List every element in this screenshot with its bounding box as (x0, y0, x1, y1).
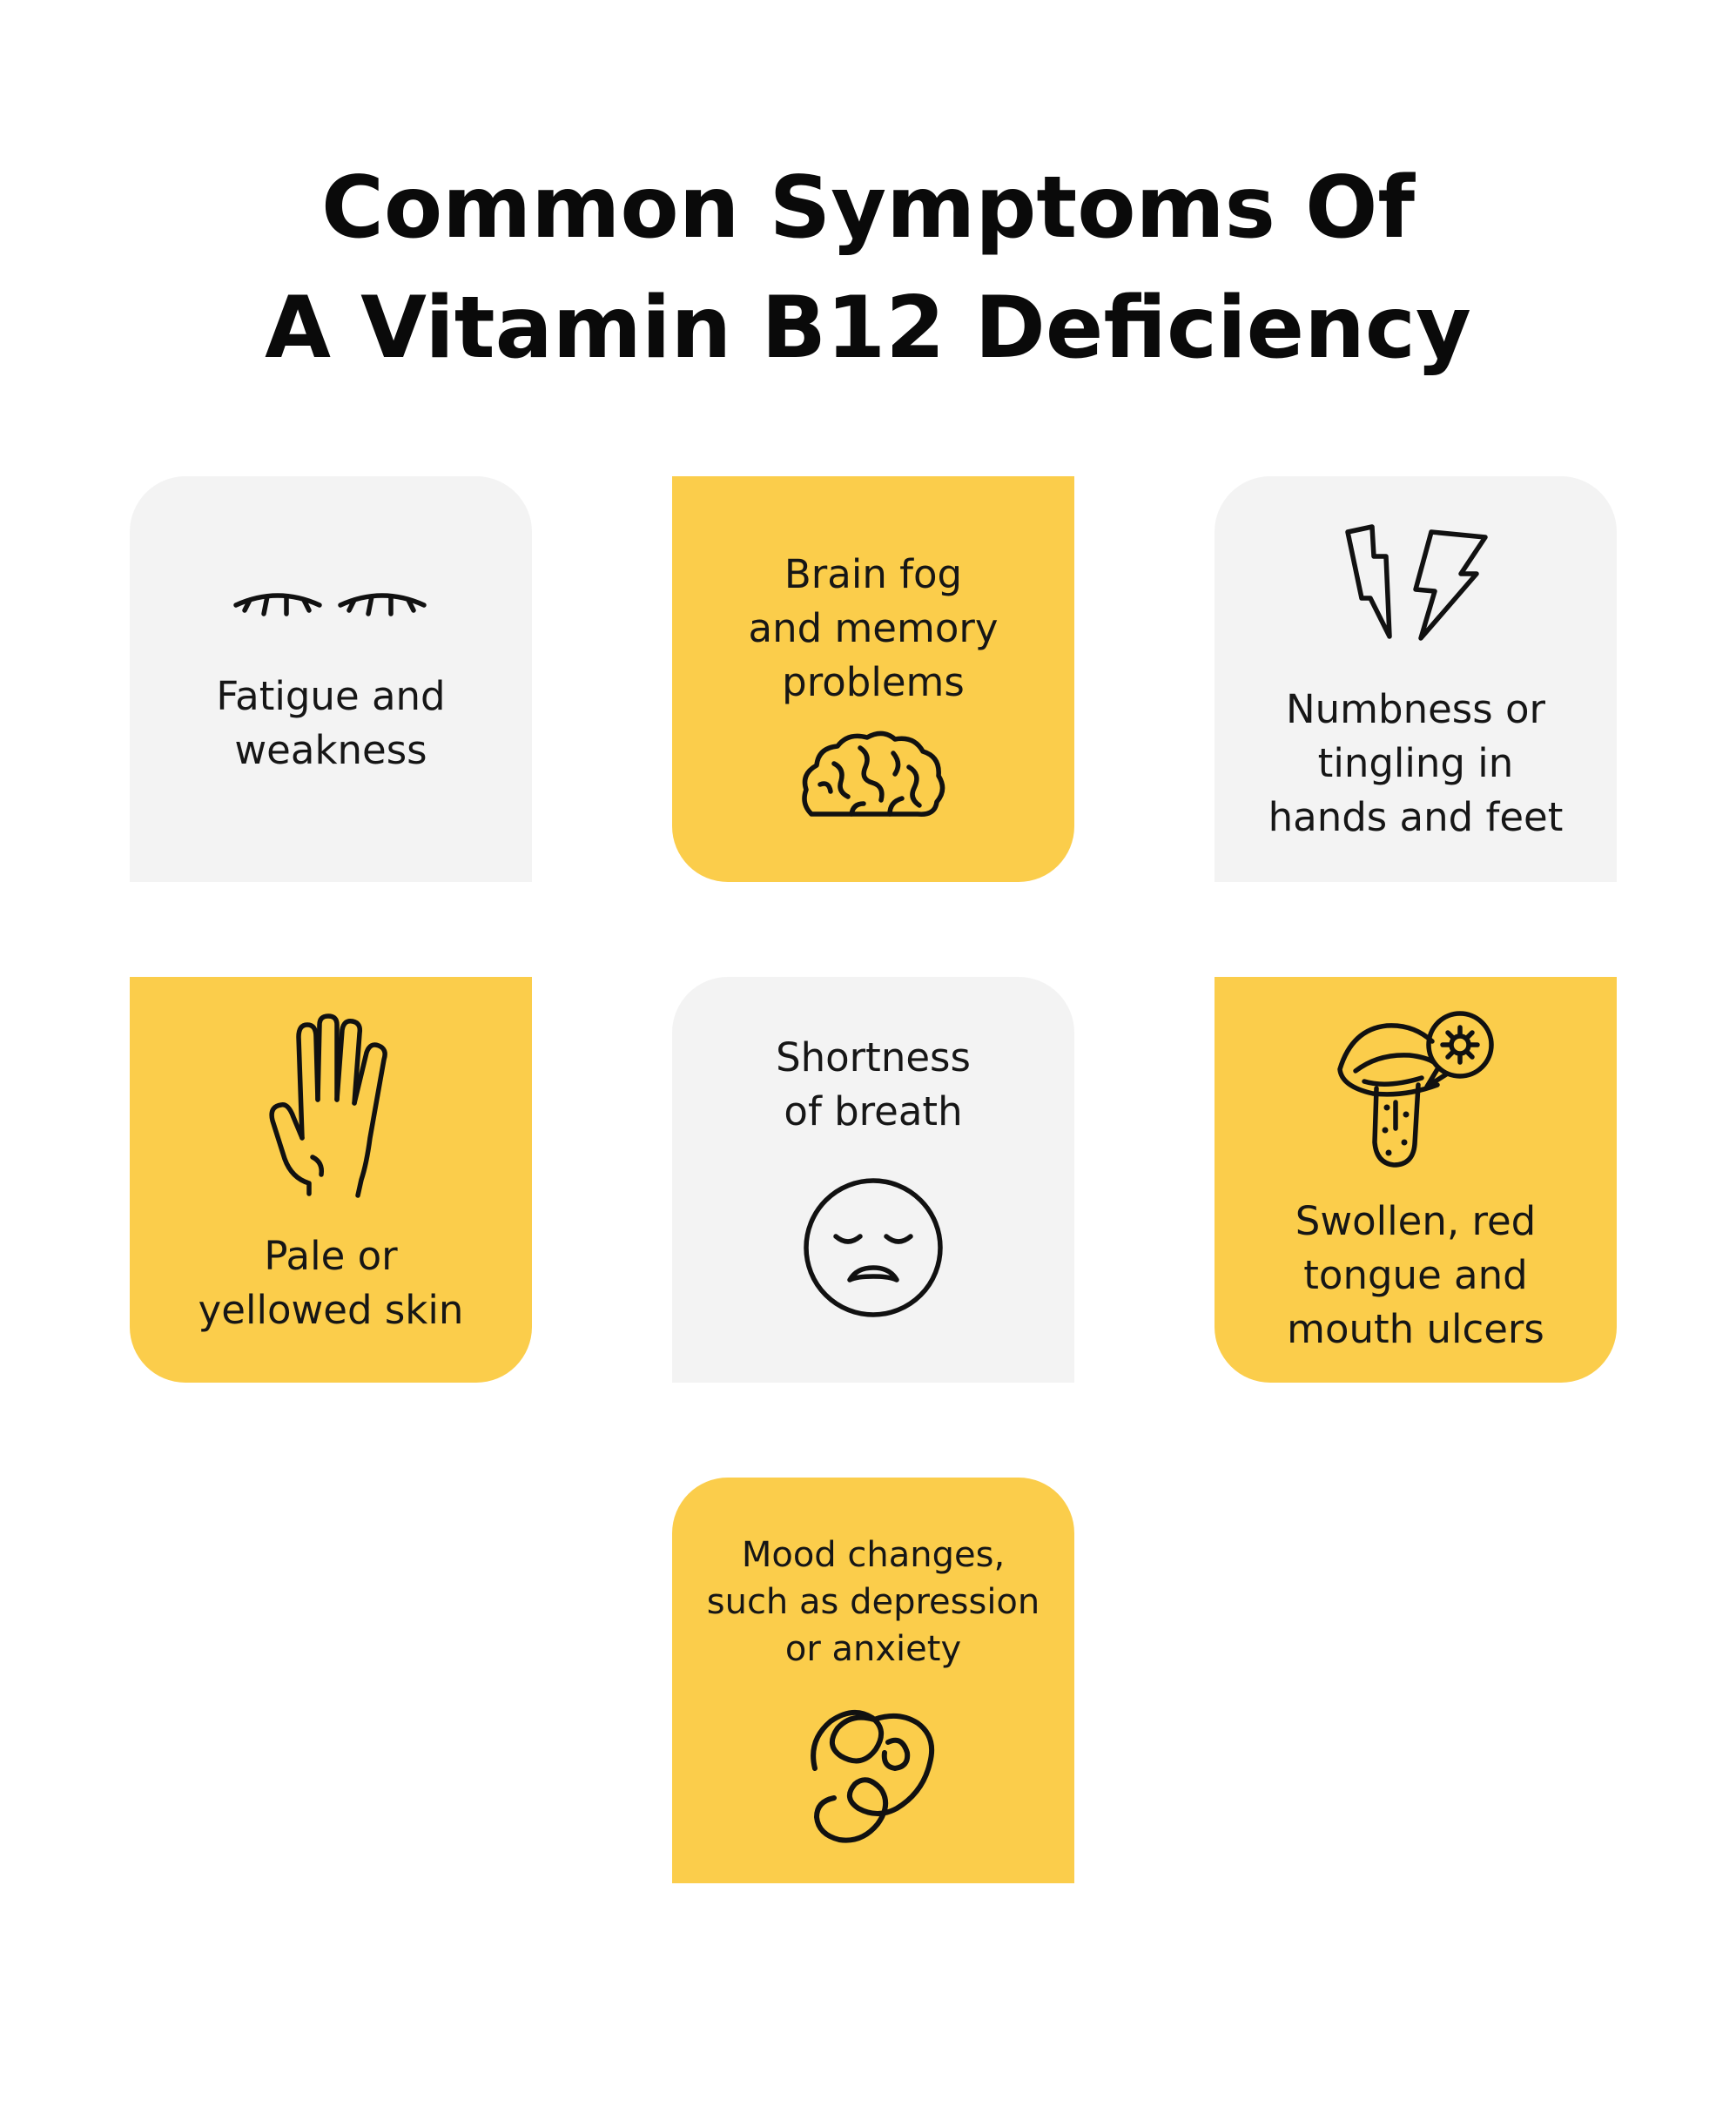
title-line-2: A Vitamin B12 Deficiency (265, 279, 1471, 378)
card-pale-skin: Pale or yellowed skin (130, 977, 532, 1383)
card-label: Swollen, red tongue and mouth ulcers (1287, 1198, 1544, 1352)
page-title: Common Symptoms Of A Vitamin B12 Deficie… (0, 148, 1736, 388)
card-label: Brain fog and memory problems (748, 551, 999, 705)
sad-face-icon (803, 1177, 944, 1318)
title-line-1: Common Symptoms Of (320, 158, 1416, 258)
card-breath: Shortness of breath (672, 977, 1074, 1383)
hand-icon (267, 1013, 394, 1198)
closed-eyes-icon (232, 588, 429, 631)
tongue-virus-icon (1335, 1003, 1495, 1172)
card-label: Numbness or tingling in hands and feet (1268, 686, 1564, 840)
card-label: Pale or yellowed skin (198, 1233, 464, 1333)
brain-icon (799, 729, 947, 819)
card-label: Shortness of breath (776, 1034, 971, 1134)
card-mood: Mood changes, such as depression or anxi… (672, 1478, 1074, 1883)
card-label: Fatigue and weakness (216, 673, 446, 773)
scribble-icon (804, 1706, 940, 1850)
card-numbness: Numbness or tingling in hands and feet (1215, 476, 1617, 882)
card-label: Mood changes, such as depression or anxi… (706, 1535, 1040, 1669)
card-fatigue: Fatigue and weakness (130, 476, 532, 882)
card-tongue: Swollen, red tongue and mouth ulcers (1215, 977, 1617, 1383)
card-brain-fog: Brain fog and memory problems (672, 476, 1074, 882)
lightning-bolts-icon (1341, 524, 1494, 643)
